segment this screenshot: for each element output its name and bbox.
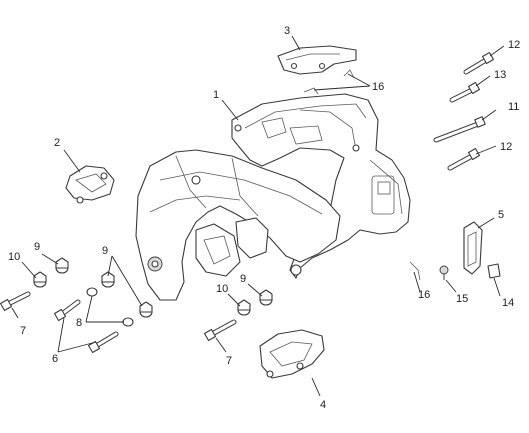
callout-12-top: 12 — [508, 39, 520, 51]
bolt-12-lower — [447, 147, 481, 171]
part-2-bracket — [65, 165, 115, 204]
callout-1: 1 — [213, 89, 219, 101]
spacer-9-left — [55, 257, 69, 274]
part-3-bracket — [277, 45, 357, 75]
callout-4: 4 — [320, 399, 326, 411]
callout-6: 6 — [52, 353, 58, 365]
callout-16-lower: 16 — [418, 289, 430, 301]
spacers — [33, 257, 273, 327]
callout-7-left: 7 — [20, 325, 26, 337]
spacer-10-center — [237, 299, 251, 316]
callout-8: 8 — [76, 317, 82, 329]
callout-13: 13 — [494, 69, 506, 81]
bolt-7-center — [203, 319, 237, 342]
bolt-11 — [433, 116, 486, 143]
leader-lines — [11, 35, 505, 397]
bolt-6-upper — [53, 299, 81, 322]
bolt-7-left — [0, 291, 31, 312]
spacer-9-mid — [101, 271, 115, 288]
spacer-8-a — [86, 287, 98, 297]
callout-2: 2 — [54, 137, 60, 149]
bolts-left — [0, 291, 237, 354]
callout-10-center: 10 — [216, 283, 228, 295]
bolt-6-lower — [87, 331, 119, 354]
callout-9-left: 9 — [34, 241, 40, 253]
callout-7-center: 7 — [226, 355, 232, 367]
callout-11: 11 — [508, 101, 519, 113]
part-15-fastener — [439, 265, 449, 280]
spacer-9-center — [259, 289, 273, 306]
part-14-clip — [487, 263, 501, 279]
callout-3: 3 — [284, 25, 290, 37]
callout-labels: 1 2 3 4 5 6 7 7 8 9 9 9 10 10 11 12 12 1… — [8, 25, 520, 411]
bolt-12-top — [463, 51, 495, 75]
bolt-13 — [449, 81, 481, 103]
callout-14: 14 — [502, 297, 514, 309]
callout-9-mid: 9 — [102, 245, 108, 257]
callout-15: 15 — [456, 293, 468, 305]
callout-12-lower: 12 — [500, 141, 512, 153]
callout-5: 5 — [498, 209, 504, 221]
spacer-8-b — [122, 317, 134, 327]
part-16-clips — [303, 69, 421, 281]
callout-16-upper: 16 — [372, 81, 384, 93]
spacer-9-right — [139, 301, 153, 318]
part-5-plate — [463, 221, 483, 275]
part-4-bracket — [259, 329, 325, 379]
main-frame — [135, 93, 411, 301]
spacer-10-left — [33, 271, 47, 288]
callout-10-left: 10 — [8, 251, 20, 263]
callout-9-center: 9 — [240, 273, 246, 285]
